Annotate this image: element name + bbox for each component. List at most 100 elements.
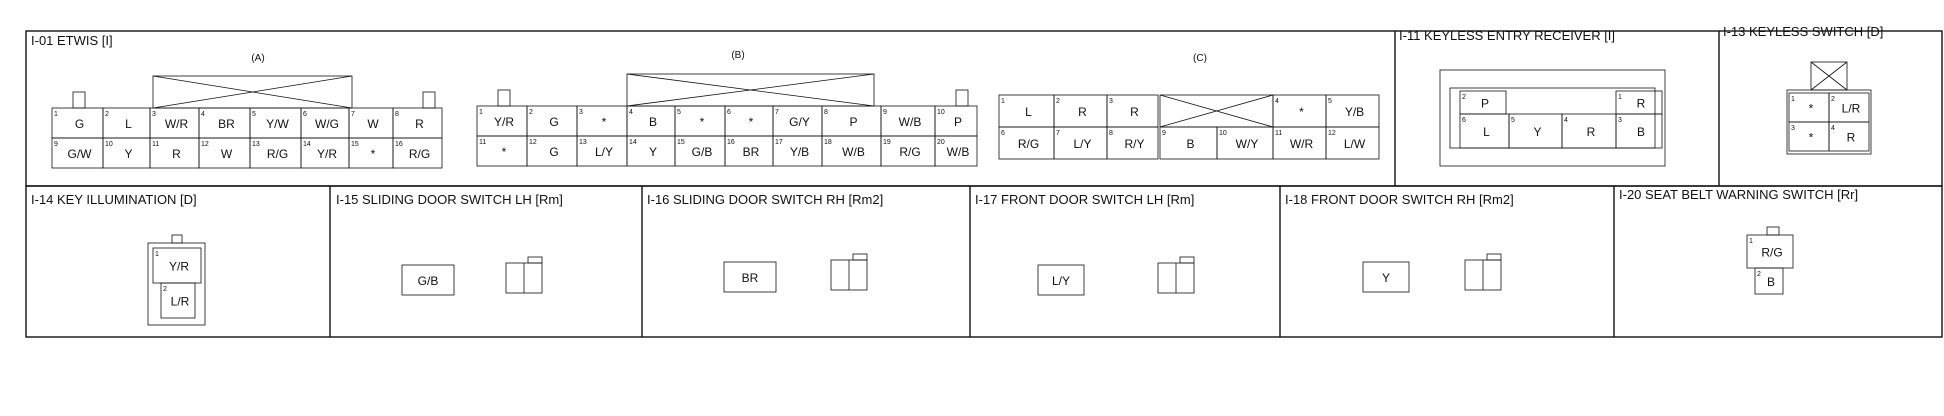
wire-color-code: Y — [649, 145, 657, 159]
pin-number: 5 — [252, 111, 256, 118]
blocked-cross — [1159, 94, 1274, 128]
pin-number: 12 — [1328, 130, 1336, 137]
pin-number: 4 — [1564, 117, 1568, 124]
connector-body — [1439, 69, 1666, 167]
panel-title: I-18 FRONT DOOR SWITCH RH [Rm2] — [1285, 192, 1514, 207]
panel-i15-sliding-door-switch-lh: I-15 SLIDING DOOR SWITCH LH [Rm]G/B — [336, 192, 563, 296]
pin-number: 5 — [677, 109, 681, 116]
pin-number: 2 — [1757, 271, 1761, 278]
pin-number: 4 — [629, 109, 633, 116]
blocked-cross — [152, 75, 353, 109]
connector-b: 1Y/R2G3*4B5*6*7G/Y8P9W/B10P11*12G13L/Y14… — [476, 73, 978, 167]
wire-color-code: Y/R — [169, 260, 189, 274]
connector-cavity — [1106, 126, 1159, 160]
wire-color-code: R/G — [267, 147, 288, 161]
connector-latch — [1766, 226, 1780, 236]
wire-color-code: L/R — [171, 295, 190, 309]
panel-title: I-20 SEAT BELT WARNING SWITCH [Rr] — [1619, 187, 1858, 202]
pin-number: 6 — [727, 109, 731, 116]
panel-i14-key-illumination: I-14 KEY ILLUMINATION [D]1Y/R2L/R — [31, 192, 206, 326]
connector-c: 1L2R3R4*5Y/B6R/G7L/Y8R/Y9B10W/Y11W/R12L/… — [998, 94, 1380, 160]
wire-color-code: R/G — [899, 145, 920, 159]
wire-color-code: W/G — [315, 117, 339, 131]
wire-color-code: Y — [124, 147, 132, 161]
pin-number: 7 — [351, 111, 355, 118]
pin-number: 2 — [1056, 98, 1060, 105]
wire-color-code: R/G — [1761, 246, 1782, 260]
wire-color-code: R — [415, 117, 424, 131]
switch-connector-latch — [527, 256, 543, 264]
wire-color-code: Y/W — [266, 117, 289, 131]
pin-number: 4 — [201, 111, 205, 118]
pin-number: 14 — [303, 141, 311, 148]
wire-color-code: L — [1483, 125, 1490, 139]
wire-color-code: BR — [218, 117, 235, 131]
wire-color-code: W/R — [165, 117, 189, 131]
wire-color-code: R — [172, 147, 181, 161]
connector-body — [401, 264, 455, 296]
wire-color-code: B — [1637, 125, 1645, 139]
wire-color-code: L/Y — [595, 145, 613, 159]
pin-number: 1 — [1618, 94, 1622, 101]
wire-color-code: P — [1481, 97, 1489, 111]
pin-number: 10 — [937, 109, 945, 116]
wire-color-code: P — [954, 115, 962, 129]
connector-cavity — [1615, 113, 1663, 149]
pin-number: 2 — [163, 286, 167, 293]
pin-number: 12 — [201, 141, 209, 148]
pin-number: 5 — [1511, 117, 1515, 124]
connector-cavity — [160, 282, 196, 319]
wire-color-code: W/Y — [1236, 137, 1259, 151]
pin-number: 9 — [1162, 130, 1166, 137]
pin-number: 18 — [824, 139, 832, 146]
pin-number: 19 — [883, 139, 891, 146]
wire-color-code: W — [221, 147, 233, 161]
panel-i17-front-door-switch-lh: I-17 FRONT DOOR SWITCH LH [Rm]L/Y — [975, 192, 1195, 296]
wire-color-code: * — [502, 145, 507, 159]
wire-color-code: G/W — [68, 147, 93, 161]
pin-number: 7 — [1056, 130, 1060, 137]
connector-latch — [72, 91, 86, 109]
panel-title: I-16 SLIDING DOOR SWITCH RH [Rm2] — [647, 192, 883, 207]
pin-number: 13 — [252, 141, 260, 148]
pin-number: 15 — [351, 141, 359, 148]
blocked-cross — [626, 73, 875, 107]
connector-latch — [171, 234, 183, 244]
pin-number: 9 — [54, 141, 58, 148]
panel-title: I-01 ETWIS [I] — [31, 33, 113, 48]
wire-color-code: Y/R — [494, 115, 514, 129]
wire-color-code: L/Y — [1073, 137, 1091, 151]
pin-number: 2 — [529, 109, 533, 116]
connector-cavity — [1754, 267, 1784, 295]
pin-number: 20 — [937, 139, 945, 146]
panel-title: I-15 SLIDING DOOR SWITCH LH [Rm] — [336, 192, 563, 207]
wire-color-code: R/G — [409, 147, 430, 161]
pin-number: 8 — [824, 109, 828, 116]
pin-number: 11 — [479, 139, 486, 146]
wire-color-code: W/B — [899, 115, 922, 129]
wire-color-code: * — [1809, 131, 1814, 145]
wire-color-code: R — [1637, 97, 1646, 111]
pin-number: 1 — [1749, 238, 1753, 245]
pin-number: 11 — [152, 141, 159, 148]
pin-number: 17 — [775, 139, 783, 146]
pin-number: 10 — [1219, 130, 1227, 137]
pin-number: 1 — [479, 109, 483, 116]
wire-color-code: W/B — [842, 145, 865, 159]
wire-color-code: W/R — [1290, 137, 1314, 151]
wire-color-code: BR — [742, 271, 759, 285]
wire-color-code: R/G — [1018, 137, 1039, 151]
pin-number: 6 — [303, 111, 307, 118]
pin-number: 2 — [1462, 94, 1466, 101]
pin-number: 1 — [155, 251, 159, 258]
wire-color-code: * — [371, 147, 376, 161]
connector-a: 1G2L3W/R4BR5Y/W6W/G7W8R9G/W10Y11R12W13R/… — [51, 75, 443, 169]
pin-number: 14 — [629, 139, 637, 146]
wire-color-code: * — [700, 115, 705, 129]
wire-color-code: B — [1767, 275, 1775, 289]
wire-color-code: Y — [1382, 271, 1390, 285]
connector-latch — [955, 89, 969, 107]
wire-color-code: B — [1186, 137, 1194, 151]
wire-color-code: W/B — [947, 145, 970, 159]
